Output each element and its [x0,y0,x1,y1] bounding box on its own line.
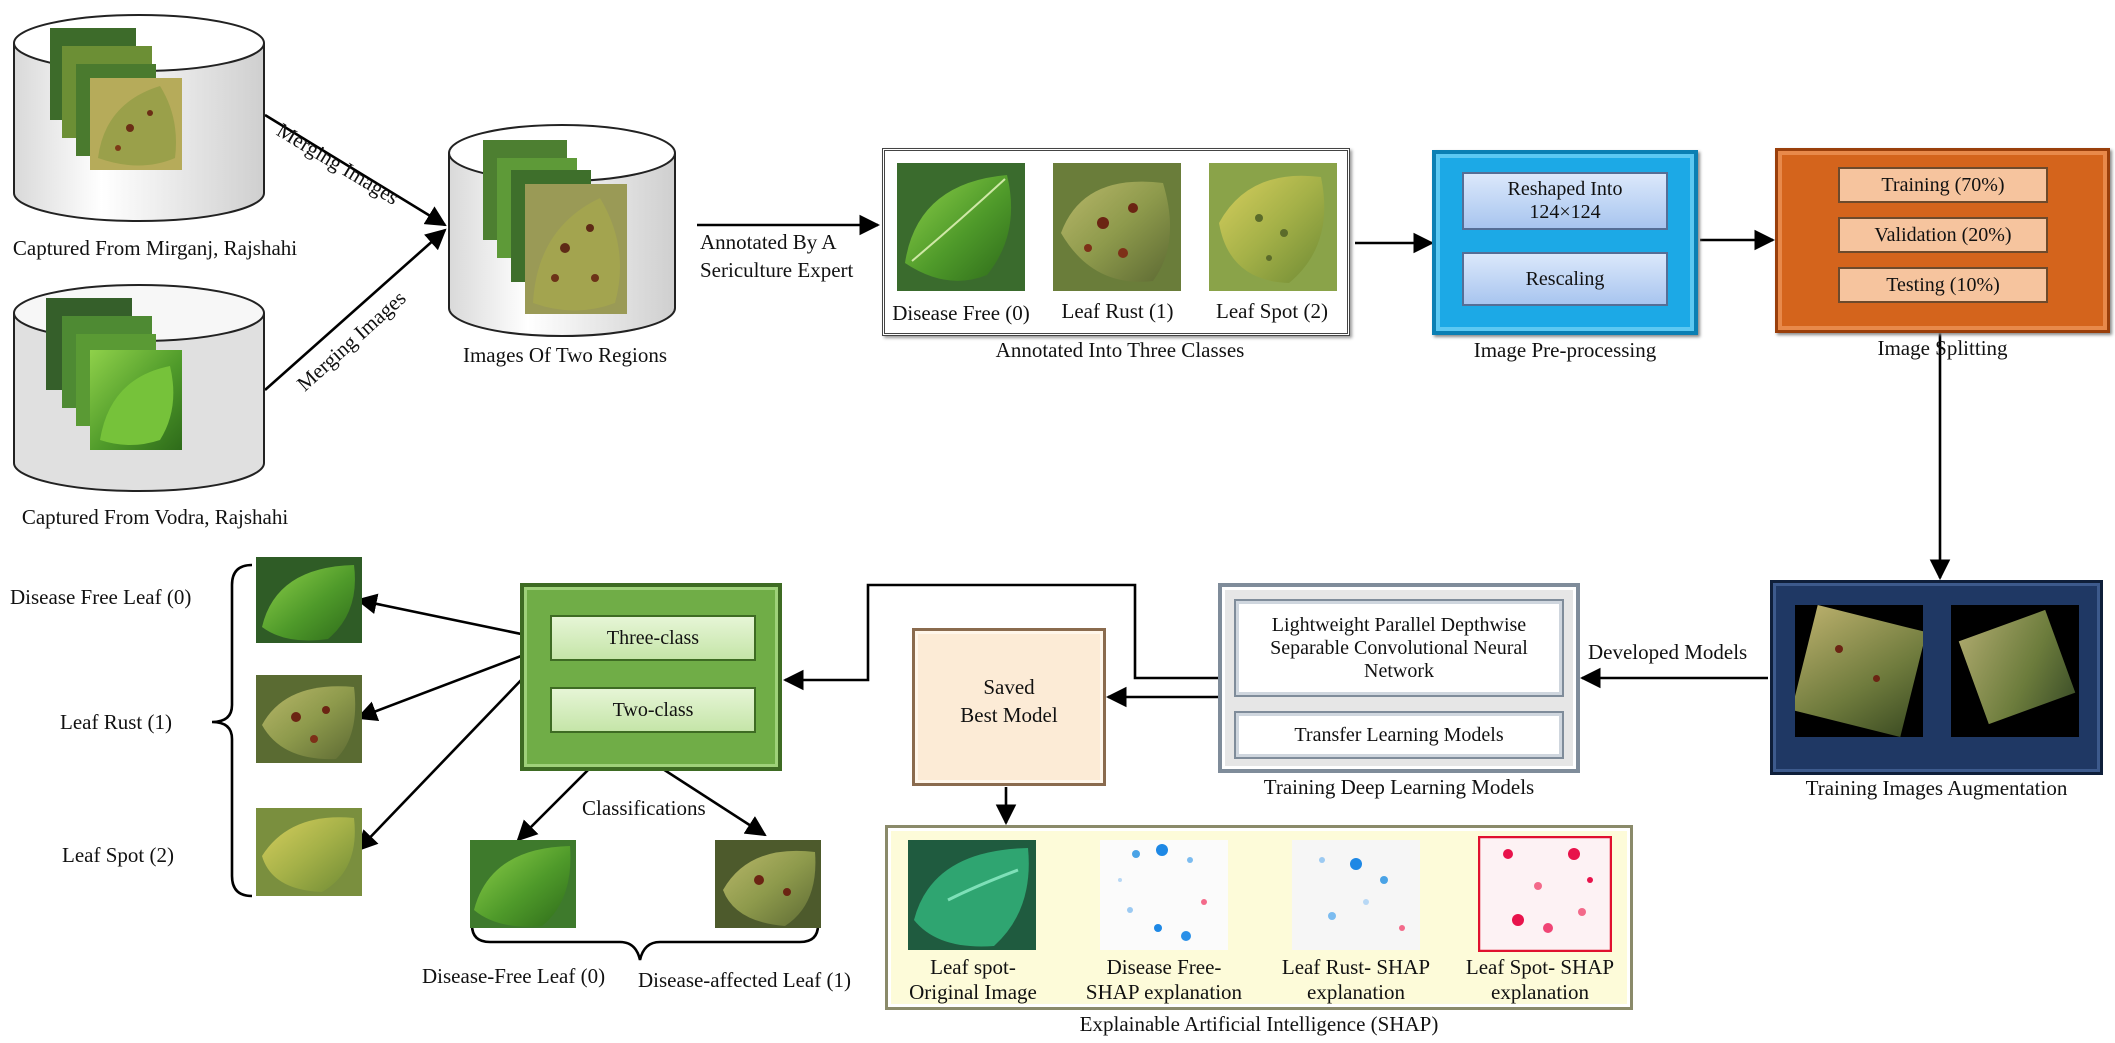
three-class-out-0 [355,593,551,642]
xai-panel-3-line2: explanation [1491,980,1589,1004]
mirganj-caption: Captured From Mirganj, Rajshahi [12,236,298,260]
xai-panel-1-line2: SHAP explanation [1085,980,1243,1004]
xai-caption: Explainable Artificial Intelligence (SHA… [1079,1012,1439,1036]
class-label-0: Disease Free (0) [892,301,1030,325]
augmentation-caption: Training Images Augmentation [1805,776,2068,800]
xai-shap-disease-free [1100,840,1228,950]
preprocessing-caption: Image Pre-processing [1473,338,1657,362]
xai-panel-0-line2: Original Image [909,980,1037,1004]
saved-label-line1: Saved [983,675,1035,699]
output-brace-bottom [470,924,820,961]
two-class-label: Two-class [612,698,694,721]
xai-panel-2-line1: Leaf Rust- SHAP [1281,955,1431,979]
split-validation: Validation (20%) [1838,217,2048,253]
developed-models-label: Developed Models [1588,640,1748,664]
xai-box: Leaf spot- Original Image Disease Free- … [885,825,1633,1010]
output-healthy-thumb [470,840,576,928]
saved-label-line2: Best Model [960,703,1058,727]
merge-arrow-top [264,113,447,227]
two-class-mode: Two-class [550,687,756,733]
xai-panel-0-line1: Leaf spot- [930,955,1016,979]
three-class-out-2 [356,649,551,852]
training-box: Lightweight Parallel Depthwise Separable… [1218,583,1580,773]
augmented-image-2 [1951,605,2079,737]
annotated-caption: Annotated Into Three Classes [995,338,1245,362]
classification-box: Three-class Two-class [520,583,782,771]
rescaling-step: Rescaling [1462,252,1668,306]
reshape-step-label: Reshaped Into 124×124 [1507,178,1623,223]
class-label-1: Leaf Rust (1) [1061,299,1174,323]
xai-panel-2-line2: explanation [1307,980,1405,1004]
output-three-label-2: Leaf Spot (2) [62,843,174,867]
annotate-label-line1: Annotated By A [700,230,837,254]
database-mirganj-icon [13,14,265,222]
output-two-label-1: Disease-affected Leaf (1) [638,968,851,992]
class-label-2: Leaf Spot (2) [1216,299,1328,323]
xai-shap-leaf-rust [1292,840,1420,950]
xai-panel-1-line1: Disease Free- [1106,955,1222,979]
vodra-caption: Captured From Vodra, Rajshahi [21,505,289,529]
lpdscnn-model-label: Lightweight Parallel Depthwise Separable… [1270,613,1528,682]
augmentation-box [1770,580,2103,775]
merge-arrow-bottom [264,228,447,391]
to-classify-arrow [782,583,1218,691]
leaf-disease-free-thumb [897,163,1025,291]
output-brace-left [211,563,253,898]
split-testing-label: Testing (10%) [1886,273,2000,296]
splitting-box: Training (70%) Validation (20%) Testing … [1775,148,2110,333]
database-vodra-icon [13,284,265,492]
augmented-image-1 [1795,605,1923,737]
leaf-spot-thumb [1209,163,1337,291]
xai-panel-3-line1: Leaf Spot- SHAP [1465,955,1615,979]
transfer-learning-label: Transfer Learning Models [1294,723,1504,746]
annotate-label-line2: Sericulture Expert [700,258,854,282]
output-three-label-0: Disease Free Leaf (0) [10,585,192,609]
merged-caption: Images Of Two Regions [462,343,668,367]
output-leaf-spot-thumb [256,808,362,896]
reshape-step: Reshaped Into 124×124 [1462,172,1668,230]
split-training: Training (70%) [1838,167,2048,203]
lpdscnn-model: Lightweight Parallel Depthwise Separable… [1234,599,1564,697]
output-disease-free-thumb [256,557,362,643]
output-two-label-0: Disease-Free Leaf (0) [422,964,606,988]
output-leaf-rust-thumb [256,675,362,763]
leaf-rust-thumb [1053,163,1181,291]
preprocessing-box: Reshaped Into 124×124 Rescaling [1432,150,1698,335]
classifications-caption: Classifications [582,796,706,820]
saved-model-box: Saved Best Model [912,628,1106,786]
output-affected-thumb [715,840,821,928]
xai-shap-leaf-spot [1478,836,1612,952]
split-validation-label: Validation (20%) [1874,223,2012,246]
transfer-learning-models: Transfer Learning Models [1234,711,1564,759]
output-three-label-1: Leaf Rust (1) [60,710,172,734]
three-class-mode: Three-class [550,615,756,661]
three-class-out-1 [356,643,551,722]
three-class-label: Three-class [606,626,700,649]
annotated-classes-box: Disease Free (0) Leaf Rust (1) Leaf Spot… [882,148,1350,336]
split-training-label: Training (70%) [1881,173,2005,196]
training-caption: Training Deep Learning Models [1263,775,1535,799]
xai-original-image [908,840,1036,950]
splitting-caption: Image Splitting [1877,336,2008,360]
database-merged-icon [448,124,676,337]
rescaling-step-label: Rescaling [1525,267,1605,290]
split-testing: Testing (10%) [1838,267,2048,303]
